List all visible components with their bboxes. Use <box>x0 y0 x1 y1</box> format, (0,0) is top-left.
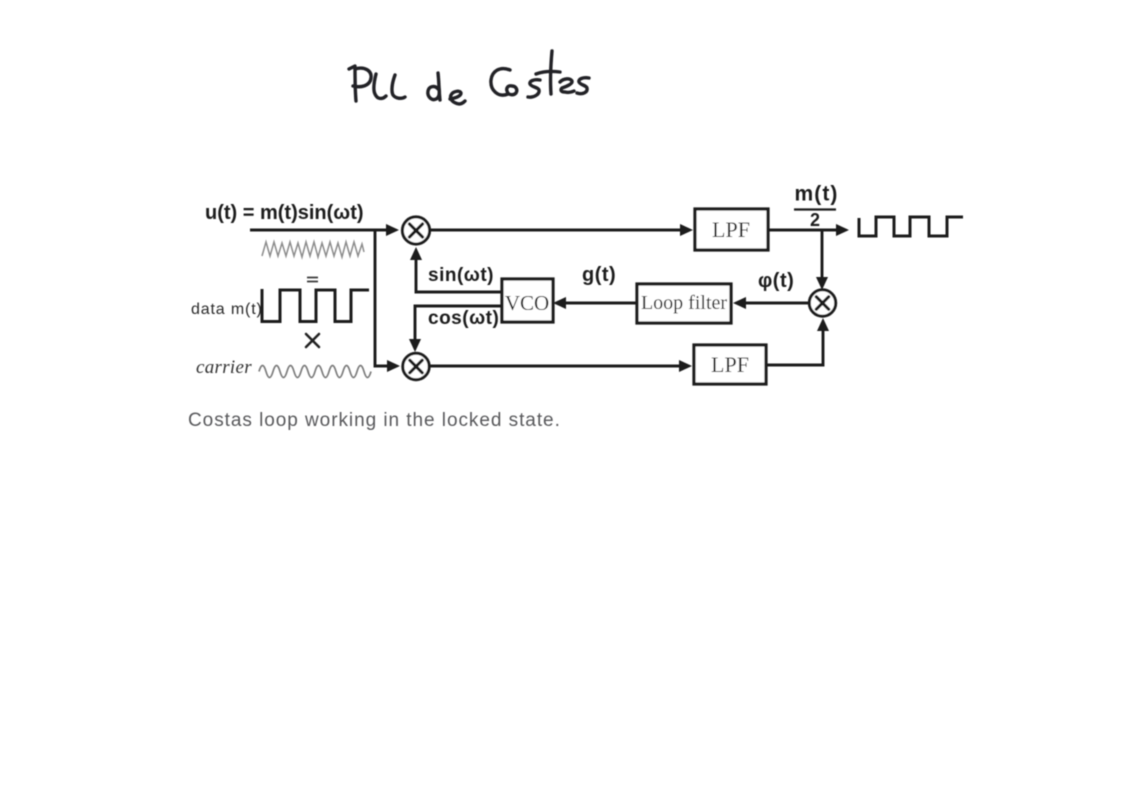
svg-text:m(t): m(t) <box>794 183 838 206</box>
svg-text:2: 2 <box>810 210 820 230</box>
svg-text:carrier: carrier <box>196 357 252 378</box>
svg-text:cos(ωt): cos(ωt) <box>428 308 499 329</box>
svg-text:Costas loop working in the loc: Costas loop working in the locked state. <box>188 410 561 431</box>
svg-text:sin(ωt): sin(ωt) <box>428 265 494 286</box>
svg-text:LPF: LPF <box>712 217 750 242</box>
svg-text:VCO: VCO <box>505 291 549 315</box>
svg-text:data m(t): data m(t) <box>191 301 263 318</box>
svg-text:Loop filter: Loop filter <box>641 292 727 314</box>
svg-text:φ(t): φ(t) <box>758 270 794 292</box>
svg-text:u(t) = m(t)sin(ωt): u(t) = m(t)sin(ωt) <box>205 202 364 224</box>
svg-text:LPF: LPF <box>711 352 749 377</box>
svg-text:g(t): g(t) <box>582 264 616 286</box>
